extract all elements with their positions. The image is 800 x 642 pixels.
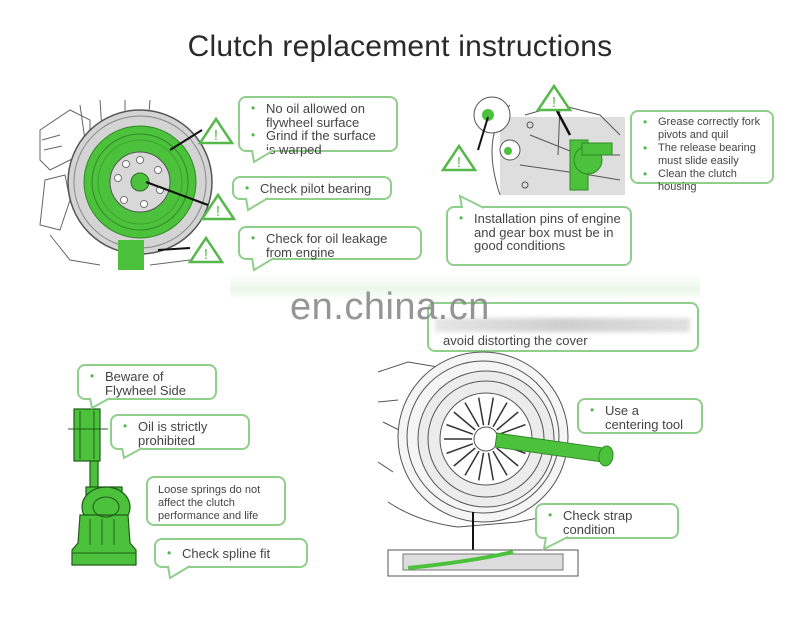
note-text: Loose springs do not affect the clutch p… — [158, 484, 261, 522]
page-title: Clutch replacement instructions — [187, 30, 613, 63]
note-item: Check spline fit — [164, 547, 298, 561]
note-flywheel-surface: No oil allowed on flywheel surface Grind… — [238, 96, 398, 156]
note-item: Oil is strictly prohibited — [120, 420, 240, 447]
note-item: Use a centering tool — [587, 404, 693, 431]
clutch-disc-illustration — [68, 408, 137, 566]
svg-text:!: ! — [552, 94, 556, 111]
bubble-tail — [542, 536, 569, 551]
diaphragm-finger — [492, 402, 508, 428]
note-item: Check strap condition — [545, 509, 669, 536]
diaphragm-finger — [446, 443, 474, 455]
diaphragm-finger — [498, 423, 526, 435]
note-item: The release bearing must slide easily — [640, 142, 764, 168]
diaphragm-finger — [446, 423, 474, 435]
note-item: No oil allowed on flywheel surface — [248, 102, 388, 129]
bubble-tail — [251, 149, 275, 164]
blurred-region — [230, 274, 700, 300]
diaphragm-finger — [464, 450, 480, 476]
svg-text:!: ! — [214, 127, 218, 144]
note-item: Check for oil leakage from engine — [248, 232, 412, 259]
bubble-tail — [121, 447, 143, 460]
note-item: Clean the clutch housing — [640, 168, 764, 194]
note-text: avoid distorting the cover — [443, 333, 588, 348]
diaphragm-finger — [477, 397, 485, 426]
diaphragm-finger — [487, 452, 495, 481]
diaphragm-finger — [487, 397, 495, 426]
blurred-text — [435, 318, 690, 332]
note-centering-tool: Use a centering tool — [577, 398, 703, 434]
warning-triangle-icon: ! — [536, 84, 572, 112]
diaphragm-finger — [453, 447, 476, 467]
bubble-tail — [89, 397, 111, 410]
flywheel-illustration — [39, 99, 213, 270]
note-spline-fit: Check spline fit — [154, 538, 308, 568]
note-oil-prohibited: Oil is strictly prohibited — [110, 414, 250, 450]
note-item: Grease correctly fork pivots and quil — [640, 116, 764, 142]
diaphragm-finger — [477, 452, 485, 481]
bubble-tail — [458, 194, 485, 209]
svg-text:!: ! — [216, 203, 220, 220]
diaphragm-finger — [453, 411, 476, 431]
note-strap-condition: Check strap condition — [535, 503, 679, 539]
warning-triangle-icon: ! — [188, 236, 224, 264]
bubble-tail — [167, 565, 191, 580]
note-oil-leakage: Check for oil leakage from engine — [238, 226, 422, 260]
svg-text:!: ! — [457, 154, 461, 171]
clutch-housing-illustration — [473, 96, 625, 196]
note-item: Beware of Flywheel Side — [87, 370, 207, 397]
note-grease-fork: Grease correctly fork pivots and quil Th… — [630, 110, 774, 193]
note-flywheel-side: Beware of Flywheel Side — [77, 364, 217, 400]
note-item: Grind if the surface is warped — [248, 129, 388, 156]
note-item: Installation pins of engine and gear box… — [456, 212, 622, 253]
warning-triangle-icon: ! — [198, 117, 234, 145]
diaphragm-finger — [496, 447, 519, 467]
watermark: en.china.cn — [290, 286, 490, 328]
note-installation-pins: Installation pins of engine and gear box… — [446, 206, 632, 266]
warning-triangle-icon: ! — [441, 144, 477, 172]
centering-tool-illustration — [377, 351, 614, 577]
note-pilot-bearing: Check pilot bearing — [232, 176, 392, 200]
note-cover-bolts: avoid distorting the cover — [427, 302, 699, 352]
warning-triangle-icon: ! — [200, 193, 236, 221]
bubble-tail — [245, 197, 269, 212]
diaphragm-finger — [496, 411, 519, 431]
diaphragm-finger — [464, 402, 480, 428]
svg-text:!: ! — [204, 246, 208, 263]
bubble-tail — [251, 257, 275, 272]
diaphragm-finger — [492, 450, 508, 476]
note-item: Check pilot bearing — [242, 182, 382, 196]
note-loose-springs: Loose springs do not affect the clutch p… — [146, 476, 286, 526]
